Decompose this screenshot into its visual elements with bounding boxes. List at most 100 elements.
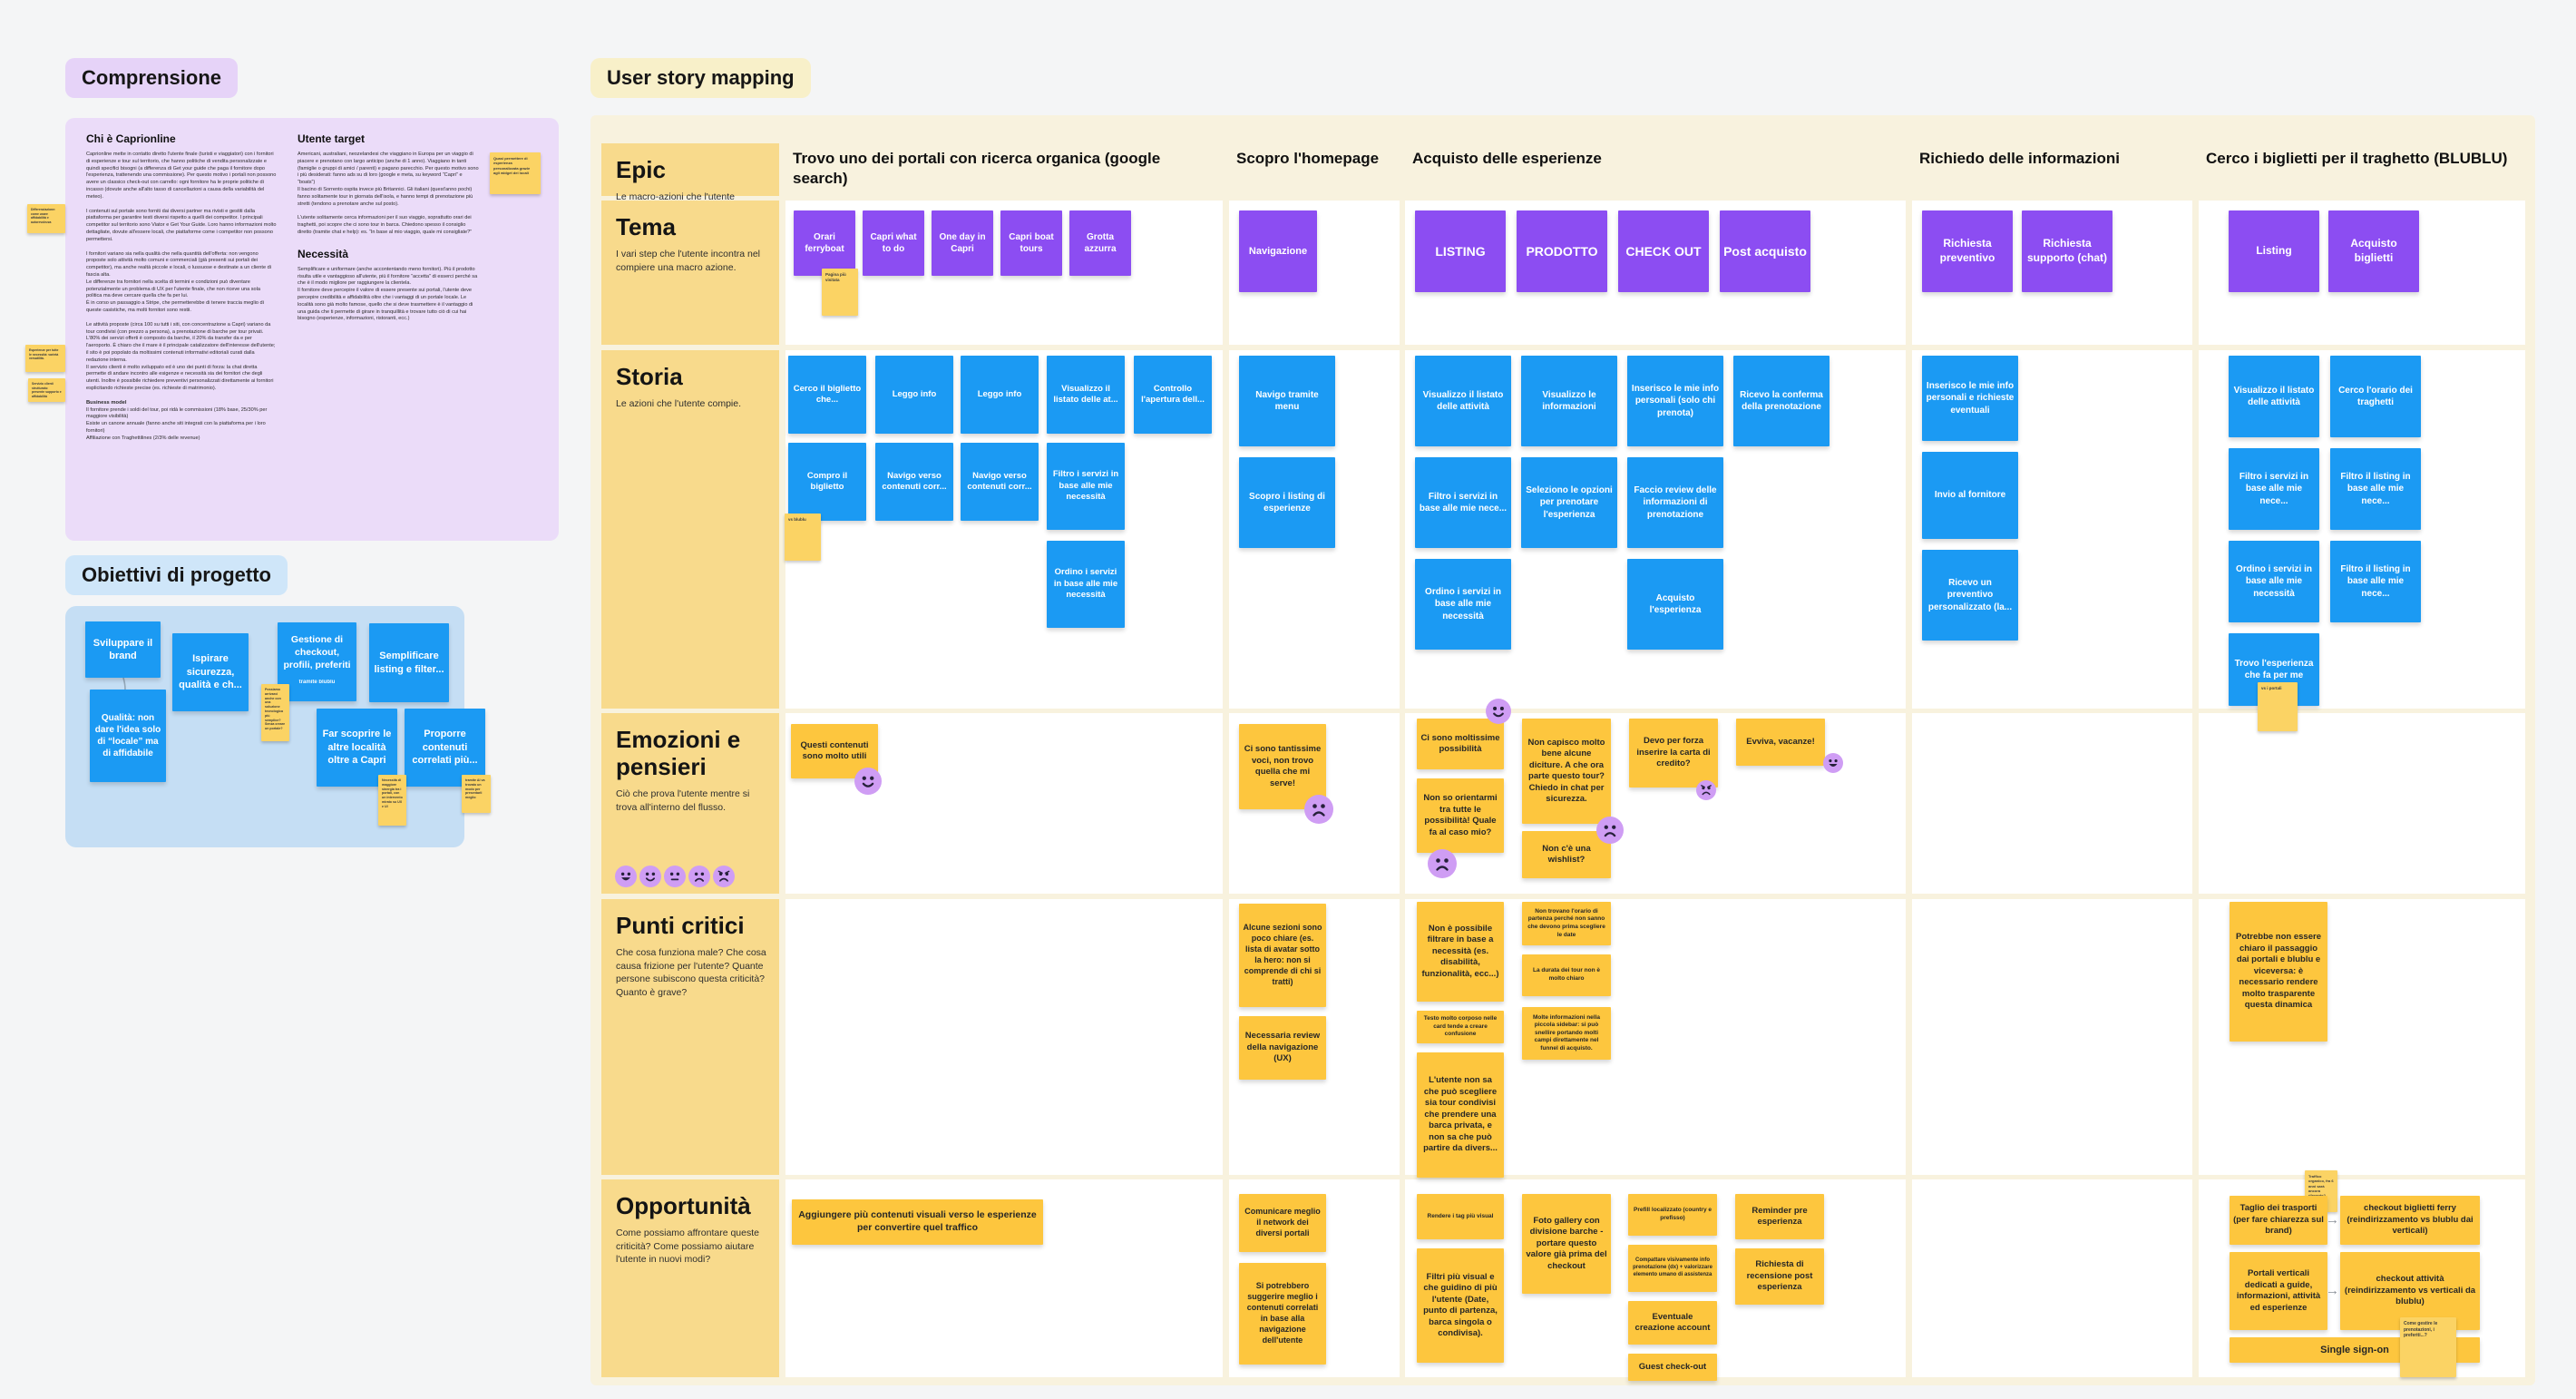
sticky-note[interactable]: Richiesta preventivo xyxy=(1922,210,2013,292)
sticky-note[interactable]: Alcune sezioni sono poco chiare (es. lis… xyxy=(1239,904,1326,1007)
sticky-note[interactable]: Navigazione xyxy=(1239,210,1317,292)
sticky-note[interactable]: Guest check-out xyxy=(1628,1354,1717,1381)
sticky-note[interactable]: Filtro il listing in base alle mie nece.… xyxy=(2330,541,2421,622)
sticky-note[interactable]: Qualità: non dare l'idea solo di “locale… xyxy=(90,690,166,782)
sticky-note[interactable]: Ricevo un preventivo personalizzato (la.… xyxy=(1922,550,2018,641)
small-note[interactable]: vs i portali xyxy=(2258,682,2298,731)
sticky-note[interactable]: Navigo verso contenuti corr... xyxy=(961,443,1039,521)
sticky-note[interactable]: Gestione di checkout, profili, preferiti… xyxy=(278,622,356,701)
sticky-note[interactable]: Compattare visivamente info prenotazione… xyxy=(1628,1245,1717,1292)
sticky-note[interactable]: LISTING xyxy=(1415,210,1506,292)
small-note[interactable]: Necessità di maggiore sinergia tra i por… xyxy=(378,775,406,826)
sticky-note[interactable]: Visualizzo il listato delle at... xyxy=(1047,356,1125,434)
sticky-note[interactable]: Non trovano l'orario di partenza perché … xyxy=(1522,902,1611,945)
small-note[interactable]: Quasi permettere di esperienza personali… xyxy=(490,152,541,194)
small-note[interactable]: Pagina più visitata xyxy=(822,269,858,316)
sticky-note[interactable]: Visualizzo il listato delle attività xyxy=(1415,356,1511,446)
sticky-note[interactable]: Capri boat tours xyxy=(1000,210,1062,276)
sticky-note[interactable]: Controllo l'apertura dell... xyxy=(1134,356,1212,434)
sticky-note[interactable]: Cerco il biglietto che... xyxy=(788,356,866,434)
sticky-note[interactable]: Scopro i listing di esperienze xyxy=(1239,457,1335,548)
sticky-note[interactable]: Evviva, vacanze! xyxy=(1736,719,1825,766)
sticky-note[interactable]: Taglio dei trasporti (per fare chiarezza… xyxy=(2230,1196,2327,1245)
sticky-note[interactable]: Potrebbe non essere chiaro il passaggio … xyxy=(2230,902,2327,1042)
sticky-note[interactable]: Ci sono moltissime possibilità xyxy=(1417,719,1504,769)
emoji-happy-icon[interactable] xyxy=(1486,699,1511,724)
sticky-note[interactable]: Richiesta supporto (chat) xyxy=(2022,210,2113,292)
sticky-note[interactable]: Orari ferryboat xyxy=(794,210,855,276)
sticky-note[interactable]: Proporre contenuti correlati più... xyxy=(405,709,485,787)
section-label-comprensione[interactable]: Comprensione xyxy=(65,58,239,98)
sticky-note[interactable]: Si potrebbero suggerire meglio i contenu… xyxy=(1239,1263,1326,1365)
sticky-note[interactable]: Ispirare sicurezza, qualità e ch... xyxy=(172,633,249,711)
emoji-neutral-icon[interactable] xyxy=(664,866,686,887)
emoji-grin-icon[interactable] xyxy=(615,866,637,887)
sticky-note[interactable]: Non è possibile filtrare in base a neces… xyxy=(1417,902,1504,1002)
sticky-note[interactable]: Navigo tramite menu xyxy=(1239,356,1335,446)
sticky-note[interactable]: Invio al fornitore xyxy=(1922,452,2018,539)
sticky-note[interactable]: Navigo verso contenuti corr... xyxy=(875,443,953,521)
sticky-note[interactable]: La durata dei tour non è molto chiaro xyxy=(1522,954,1611,996)
sticky-note[interactable]: PRODOTTO xyxy=(1517,210,1607,292)
emoji-sad-icon[interactable] xyxy=(1304,795,1333,824)
sticky-note[interactable]: Portali verticali dedicati a guide, info… xyxy=(2230,1252,2327,1330)
sticky-note[interactable]: Filtri più visual e che guidino di più l… xyxy=(1417,1248,1504,1363)
sticky-note[interactable]: Non c'è una wishlist? xyxy=(1522,831,1611,878)
emoji-angry-icon[interactable] xyxy=(713,866,735,887)
sticky-note[interactable]: Sviluppare il brand xyxy=(85,621,161,678)
sticky-note[interactable]: One day in Capri xyxy=(932,210,993,276)
sticky-note[interactable]: Inserisco le mie info personali (solo ch… xyxy=(1627,356,1723,446)
sticky-note[interactable]: Filtro i servizi in base alle mie nece..… xyxy=(1415,457,1511,548)
sticky-note[interactable]: Richiesta di recensione post esperienza xyxy=(1735,1248,1824,1305)
sticky-note[interactable]: Leggo info xyxy=(961,356,1039,434)
sticky-note[interactable]: Capri what to do xyxy=(863,210,924,276)
small-note[interactable]: Esperienze per tutte le necessità: varie… xyxy=(25,345,65,372)
small-note[interactable]: vs blublu xyxy=(785,514,821,561)
sticky-note[interactable]: Non so orientarmi tra tutte le possibili… xyxy=(1417,778,1504,853)
small-note[interactable]: Possiamo arrivarci anche con una soluzio… xyxy=(261,684,289,741)
sticky-note[interactable]: Ordino i servizi in base alle mie necess… xyxy=(1047,541,1125,628)
sticky-note[interactable]: Prefill localizzato (country e prefisso) xyxy=(1628,1194,1717,1236)
sticky-note[interactable]: Eventuale creazione account xyxy=(1628,1301,1717,1345)
small-note[interactable]: Differenziazione: come usare affidabilit… xyxy=(27,204,65,233)
sticky-note[interactable]: Molte informazioni nella piccola sidebar… xyxy=(1522,1007,1611,1060)
sticky-note[interactable]: Filtro il listing in base alle mie nece.… xyxy=(2330,448,2421,530)
section-label-user-story-mapping[interactable]: User story mapping xyxy=(590,58,811,98)
sticky-note[interactable]: Ci sono tantissime voci, non trovo quell… xyxy=(1239,724,1326,809)
sticky-note[interactable]: Devo per forza inserire la carta di cred… xyxy=(1629,719,1718,788)
sticky-note[interactable]: Inserisco le mie info personali e richie… xyxy=(1922,356,2018,441)
sticky-note[interactable]: checkout attività (reindirizzamento vs v… xyxy=(2340,1252,2480,1330)
sticky-note[interactable]: Faccio review delle informazioni di pren… xyxy=(1627,457,1723,548)
emoji-happy-icon[interactable] xyxy=(854,768,882,795)
sticky-note[interactable]: Rendere i tag più visual xyxy=(1417,1194,1504,1239)
sticky-note[interactable]: Far scoprire le altre località oltre a C… xyxy=(317,709,397,787)
small-note[interactable]: Servizio clienti strutturato: presente s… xyxy=(28,378,65,402)
sticky-note[interactable]: Visualizzo il listato delle attività xyxy=(2229,356,2319,437)
sticky-note[interactable]: Testo molto corposo nelle card tende a c… xyxy=(1417,1011,1504,1043)
sticky-note[interactable]: L'utente non sa che può scegliere sia to… xyxy=(1417,1052,1504,1178)
emoji-grin-icon[interactable] xyxy=(1823,753,1843,773)
small-note[interactable]: tramite AI va trovato un modo per presen… xyxy=(462,775,491,813)
sticky-note[interactable]: Filtro i servizi in base alle mie necess… xyxy=(1047,443,1125,530)
sticky-note[interactable]: checkout biglietti ferry (reindirizzamen… xyxy=(2340,1196,2480,1245)
sticky-note[interactable]: Acquisto biglietti xyxy=(2328,210,2419,292)
sticky-note[interactable]: Acquisto l'esperienza xyxy=(1627,559,1723,650)
sticky-note[interactable]: Compro il biglietto xyxy=(788,443,866,521)
emoji-sad-icon[interactable] xyxy=(1428,849,1457,878)
sticky-note[interactable]: Comunicare meglio il network dei diversi… xyxy=(1239,1194,1326,1252)
emoji-angry-icon[interactable] xyxy=(1696,780,1716,800)
section-label-obiettivi[interactable]: Obiettivi di progetto xyxy=(65,555,288,595)
sticky-note[interactable]: Seleziono le opzioni per prenotare l'esp… xyxy=(1521,457,1617,548)
emoji-happy-icon[interactable] xyxy=(639,866,661,887)
sticky-note[interactable]: Ordino i servizi in base alle mie necess… xyxy=(1415,559,1511,650)
sticky-note[interactable]: Ordino i servizi in base alle mie necess… xyxy=(2229,541,2319,622)
sticky-note[interactable]: Semplificare listing e filter... xyxy=(369,623,449,702)
sticky-note[interactable]: Post acquisto xyxy=(1720,210,1810,292)
emoji-sad-icon[interactable] xyxy=(1596,817,1624,844)
sticky-note[interactable]: Ricevo la conferma della prenotazione xyxy=(1733,356,1830,446)
sticky-note[interactable]: Filtro i servizi in base alle mie nece..… xyxy=(2229,448,2319,530)
sticky-note[interactable]: Reminder pre esperienza xyxy=(1735,1194,1824,1239)
sticky-note[interactable]: Leggo info xyxy=(875,356,953,434)
emoji-sad-icon[interactable] xyxy=(688,866,710,887)
sticky-note[interactable]: Grotta azzurra xyxy=(1069,210,1131,276)
